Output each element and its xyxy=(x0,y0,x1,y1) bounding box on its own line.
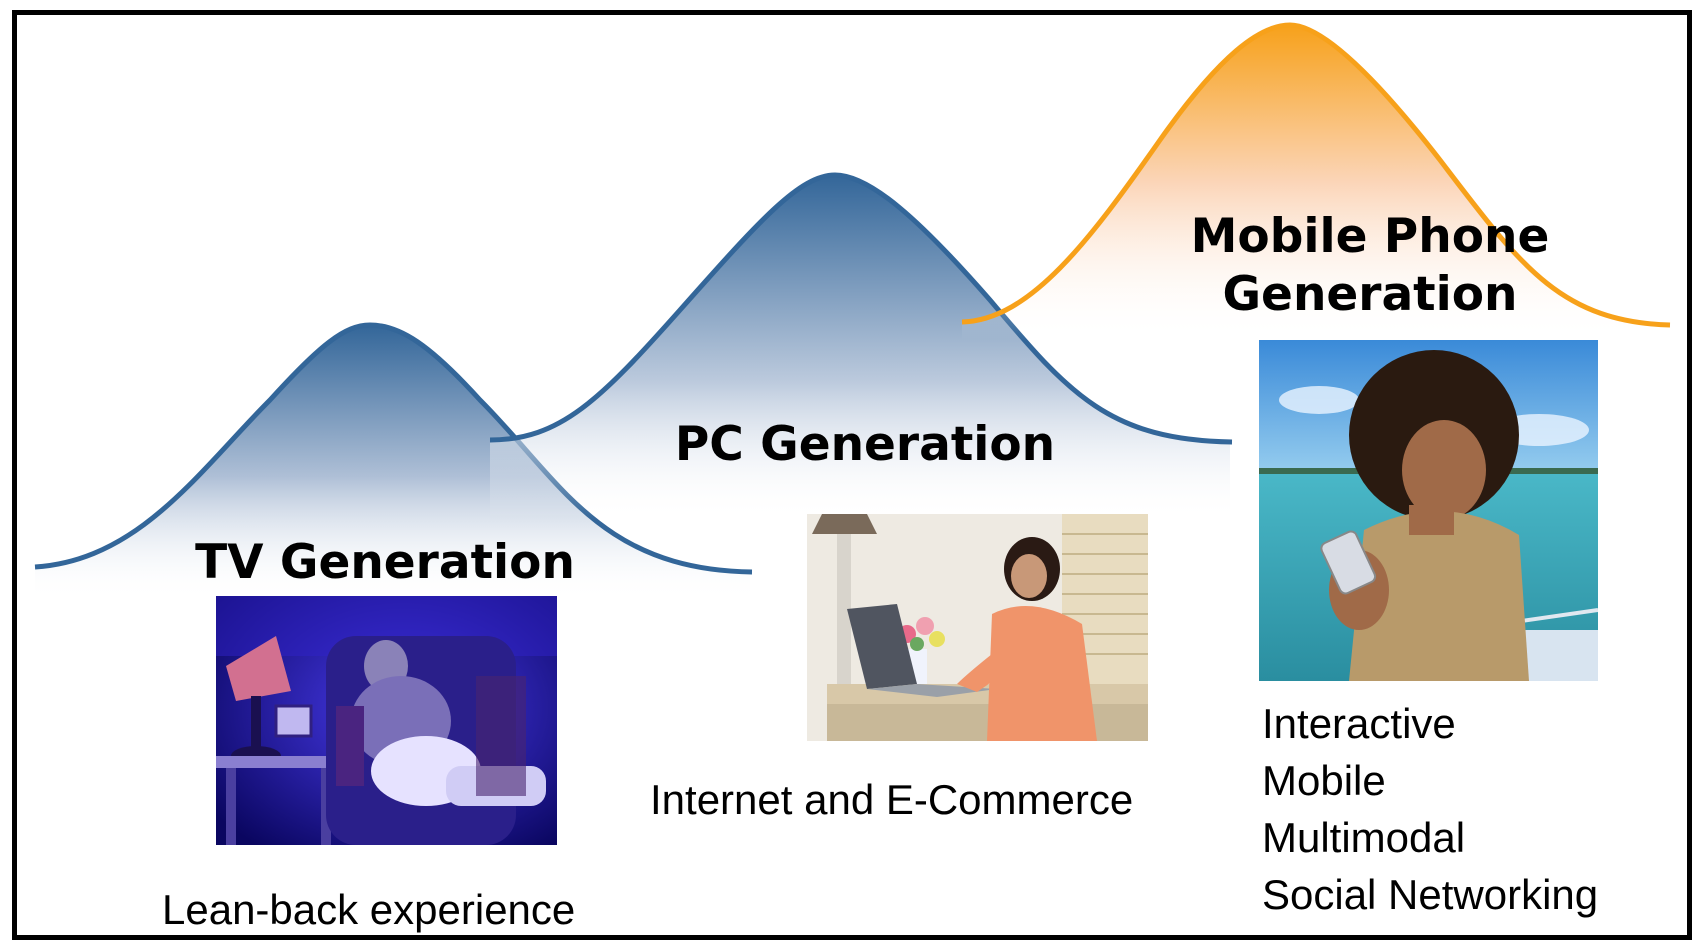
mobile-label-line-2: Generation xyxy=(1222,267,1518,322)
tv-generation-label: TV Generation xyxy=(195,535,575,590)
mobile-features-list: Interactive Mobile Multimodal Social Net… xyxy=(1262,695,1598,923)
mobile-curve-fill xyxy=(962,25,1670,340)
pc-curve xyxy=(489,172,1233,445)
man-with-mobile-phone-photo xyxy=(1259,340,1598,681)
mobile-phone-generation-label: Mobile Phone Generation xyxy=(1140,208,1600,324)
woman-at-laptop-photo xyxy=(807,514,1148,741)
man-watching-tv-photo xyxy=(216,596,557,845)
pc-generation-label: PC Generation xyxy=(674,417,1056,472)
feature-social-networking: Social Networking xyxy=(1262,871,1599,918)
feature-interactive: Interactive xyxy=(1262,700,1456,747)
mobile-curve xyxy=(961,22,1671,328)
feature-multimodal: Multimodal xyxy=(1262,814,1466,861)
tv-curve-fill xyxy=(35,325,750,600)
feature-mobile: Mobile xyxy=(1262,757,1386,804)
pc-curve-fill xyxy=(490,175,1230,520)
tv-generation-caption: Lean-back experience xyxy=(162,886,576,933)
mobile-label-line-1: Mobile Phone xyxy=(1190,209,1550,264)
pc-generation-caption: Internet and E-Commerce xyxy=(650,776,1134,823)
